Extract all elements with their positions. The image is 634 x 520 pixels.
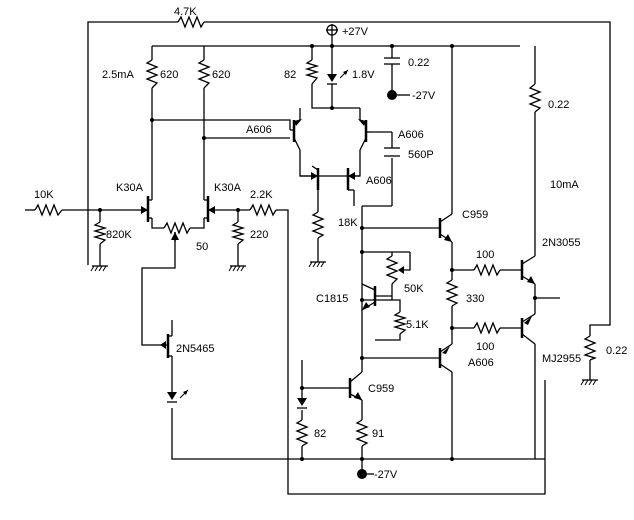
transistor-a606-left bbox=[290, 119, 302, 151]
transistor-c1815 bbox=[361, 283, 392, 311]
label-q-a606-left: A606 bbox=[246, 124, 272, 136]
label-supply-pos: +27V bbox=[342, 26, 369, 38]
transistor-c959-bottom bbox=[340, 371, 363, 401]
label-c-560: 560P bbox=[408, 149, 434, 161]
label-r-820k: 820K bbox=[106, 229, 132, 241]
jfet-2n5465 bbox=[160, 334, 172, 358]
transistor-2n3055 bbox=[520, 255, 536, 285]
diode-bottom bbox=[297, 398, 307, 409]
label-r-out-bottom: 0.22 bbox=[606, 345, 627, 357]
label-current-out: 10mA bbox=[550, 179, 579, 191]
label-r-100-bottom: 100 bbox=[476, 341, 494, 353]
resistor-10k bbox=[34, 203, 63, 217]
label-r-51k: 5.1K bbox=[406, 319, 429, 331]
label-r-330: 330 bbox=[466, 293, 484, 305]
led-top bbox=[327, 69, 349, 85]
label-r-in: 10K bbox=[34, 189, 54, 201]
resistor-0-22-bottom bbox=[583, 335, 597, 361]
label-r-22k: 2.2K bbox=[250, 189, 273, 201]
resistor-0-22-top bbox=[528, 83, 542, 113]
label-c-dec: 0.22 bbox=[408, 57, 429, 69]
label-pot-50k: 50K bbox=[404, 283, 424, 295]
led-bottom bbox=[167, 389, 189, 403]
label-q-k30a-right: K30A bbox=[214, 182, 242, 194]
label-r-fb: 4.7K bbox=[174, 6, 197, 18]
resistor-620-right bbox=[197, 59, 211, 89]
pot-50-wiper-arrow bbox=[171, 232, 179, 240]
transistor-c959-top bbox=[438, 213, 453, 243]
label-r-out-top: 0.22 bbox=[548, 99, 569, 111]
jfet-k30a-right bbox=[204, 196, 215, 222]
label-supply-neg-bottom: -27V bbox=[374, 469, 398, 481]
label-pot-50: 50 bbox=[196, 241, 208, 253]
label-q-a606-bottom: A606 bbox=[468, 357, 494, 369]
label-r-220: 220 bbox=[250, 229, 268, 241]
transistor-a606-bottom bbox=[438, 343, 453, 373]
junction-dots bbox=[98, 44, 537, 461]
resistor-330 bbox=[445, 279, 459, 307]
transistor-a606-right bbox=[358, 119, 372, 151]
resistor-5-1k bbox=[392, 311, 408, 335]
resistor-18k bbox=[311, 211, 325, 239]
capacitor-0-22 bbox=[384, 46, 410, 100]
label-q-c1815: C1815 bbox=[316, 293, 348, 305]
capacitors bbox=[384, 46, 410, 157]
resistors bbox=[34, 15, 597, 447]
resistor-82-top bbox=[304, 59, 320, 85]
label-q-mj2955: MJ2955 bbox=[542, 353, 581, 365]
resistor-620-left bbox=[145, 59, 159, 89]
resistor-4-7k bbox=[177, 15, 205, 29]
resistor-91 bbox=[355, 419, 369, 447]
label-q-a606-right: A606 bbox=[398, 129, 424, 141]
label-current-in: 2.5mA bbox=[102, 69, 134, 81]
label-q-k30a-left: K30A bbox=[116, 182, 144, 194]
jfet-k30a-left bbox=[138, 196, 152, 222]
label-led-v: 1.8V bbox=[352, 69, 375, 81]
pot-50k-wiper-arrow bbox=[398, 266, 404, 274]
supply-neg-terminal bbox=[357, 469, 374, 479]
label-r-82-bottom: 82 bbox=[314, 428, 326, 440]
resistor-100-top bbox=[473, 263, 501, 277]
supply-pos-terminal bbox=[326, 24, 338, 36]
resistor-220 bbox=[230, 221, 246, 245]
label-r-100-top: 100 bbox=[476, 249, 494, 261]
resistor-820k bbox=[92, 221, 108, 245]
label-q-2n5465: 2N5465 bbox=[176, 343, 215, 355]
capacitor-560p bbox=[384, 147, 400, 157]
resistor-100-bottom bbox=[473, 321, 501, 335]
label-supply-neg-top: -27V bbox=[412, 90, 436, 102]
label-r-82-top: 82 bbox=[284, 69, 296, 81]
component-labels: 4.7K +27V -27V -27V 2.5mA 620 620 82 1.8… bbox=[34, 6, 627, 481]
label-r-91: 91 bbox=[372, 428, 384, 440]
pot-wipers bbox=[171, 232, 404, 274]
label-q-c959-top: C959 bbox=[462, 209, 488, 221]
label-r-load2: 620 bbox=[212, 69, 230, 81]
label-q-c959-bottom: C959 bbox=[368, 383, 394, 395]
potentiometer-50k bbox=[385, 255, 399, 285]
transistor-a606-mid-right bbox=[318, 168, 360, 191]
label-q-a606-mid: A606 bbox=[366, 175, 392, 187]
resistor-2-2k bbox=[249, 203, 277, 217]
label-q-2n3055: 2N3055 bbox=[542, 237, 581, 249]
resistor-82-bottom bbox=[295, 419, 309, 447]
transistor-a606-mid-left bbox=[300, 165, 320, 190]
transistor-mj2955 bbox=[520, 313, 536, 345]
wires bbox=[25, 21, 611, 495]
label-r-18k: 18K bbox=[338, 217, 358, 229]
transistors bbox=[138, 119, 536, 401]
label-r-load1: 620 bbox=[160, 69, 178, 81]
potentiometer-50 bbox=[163, 221, 191, 235]
